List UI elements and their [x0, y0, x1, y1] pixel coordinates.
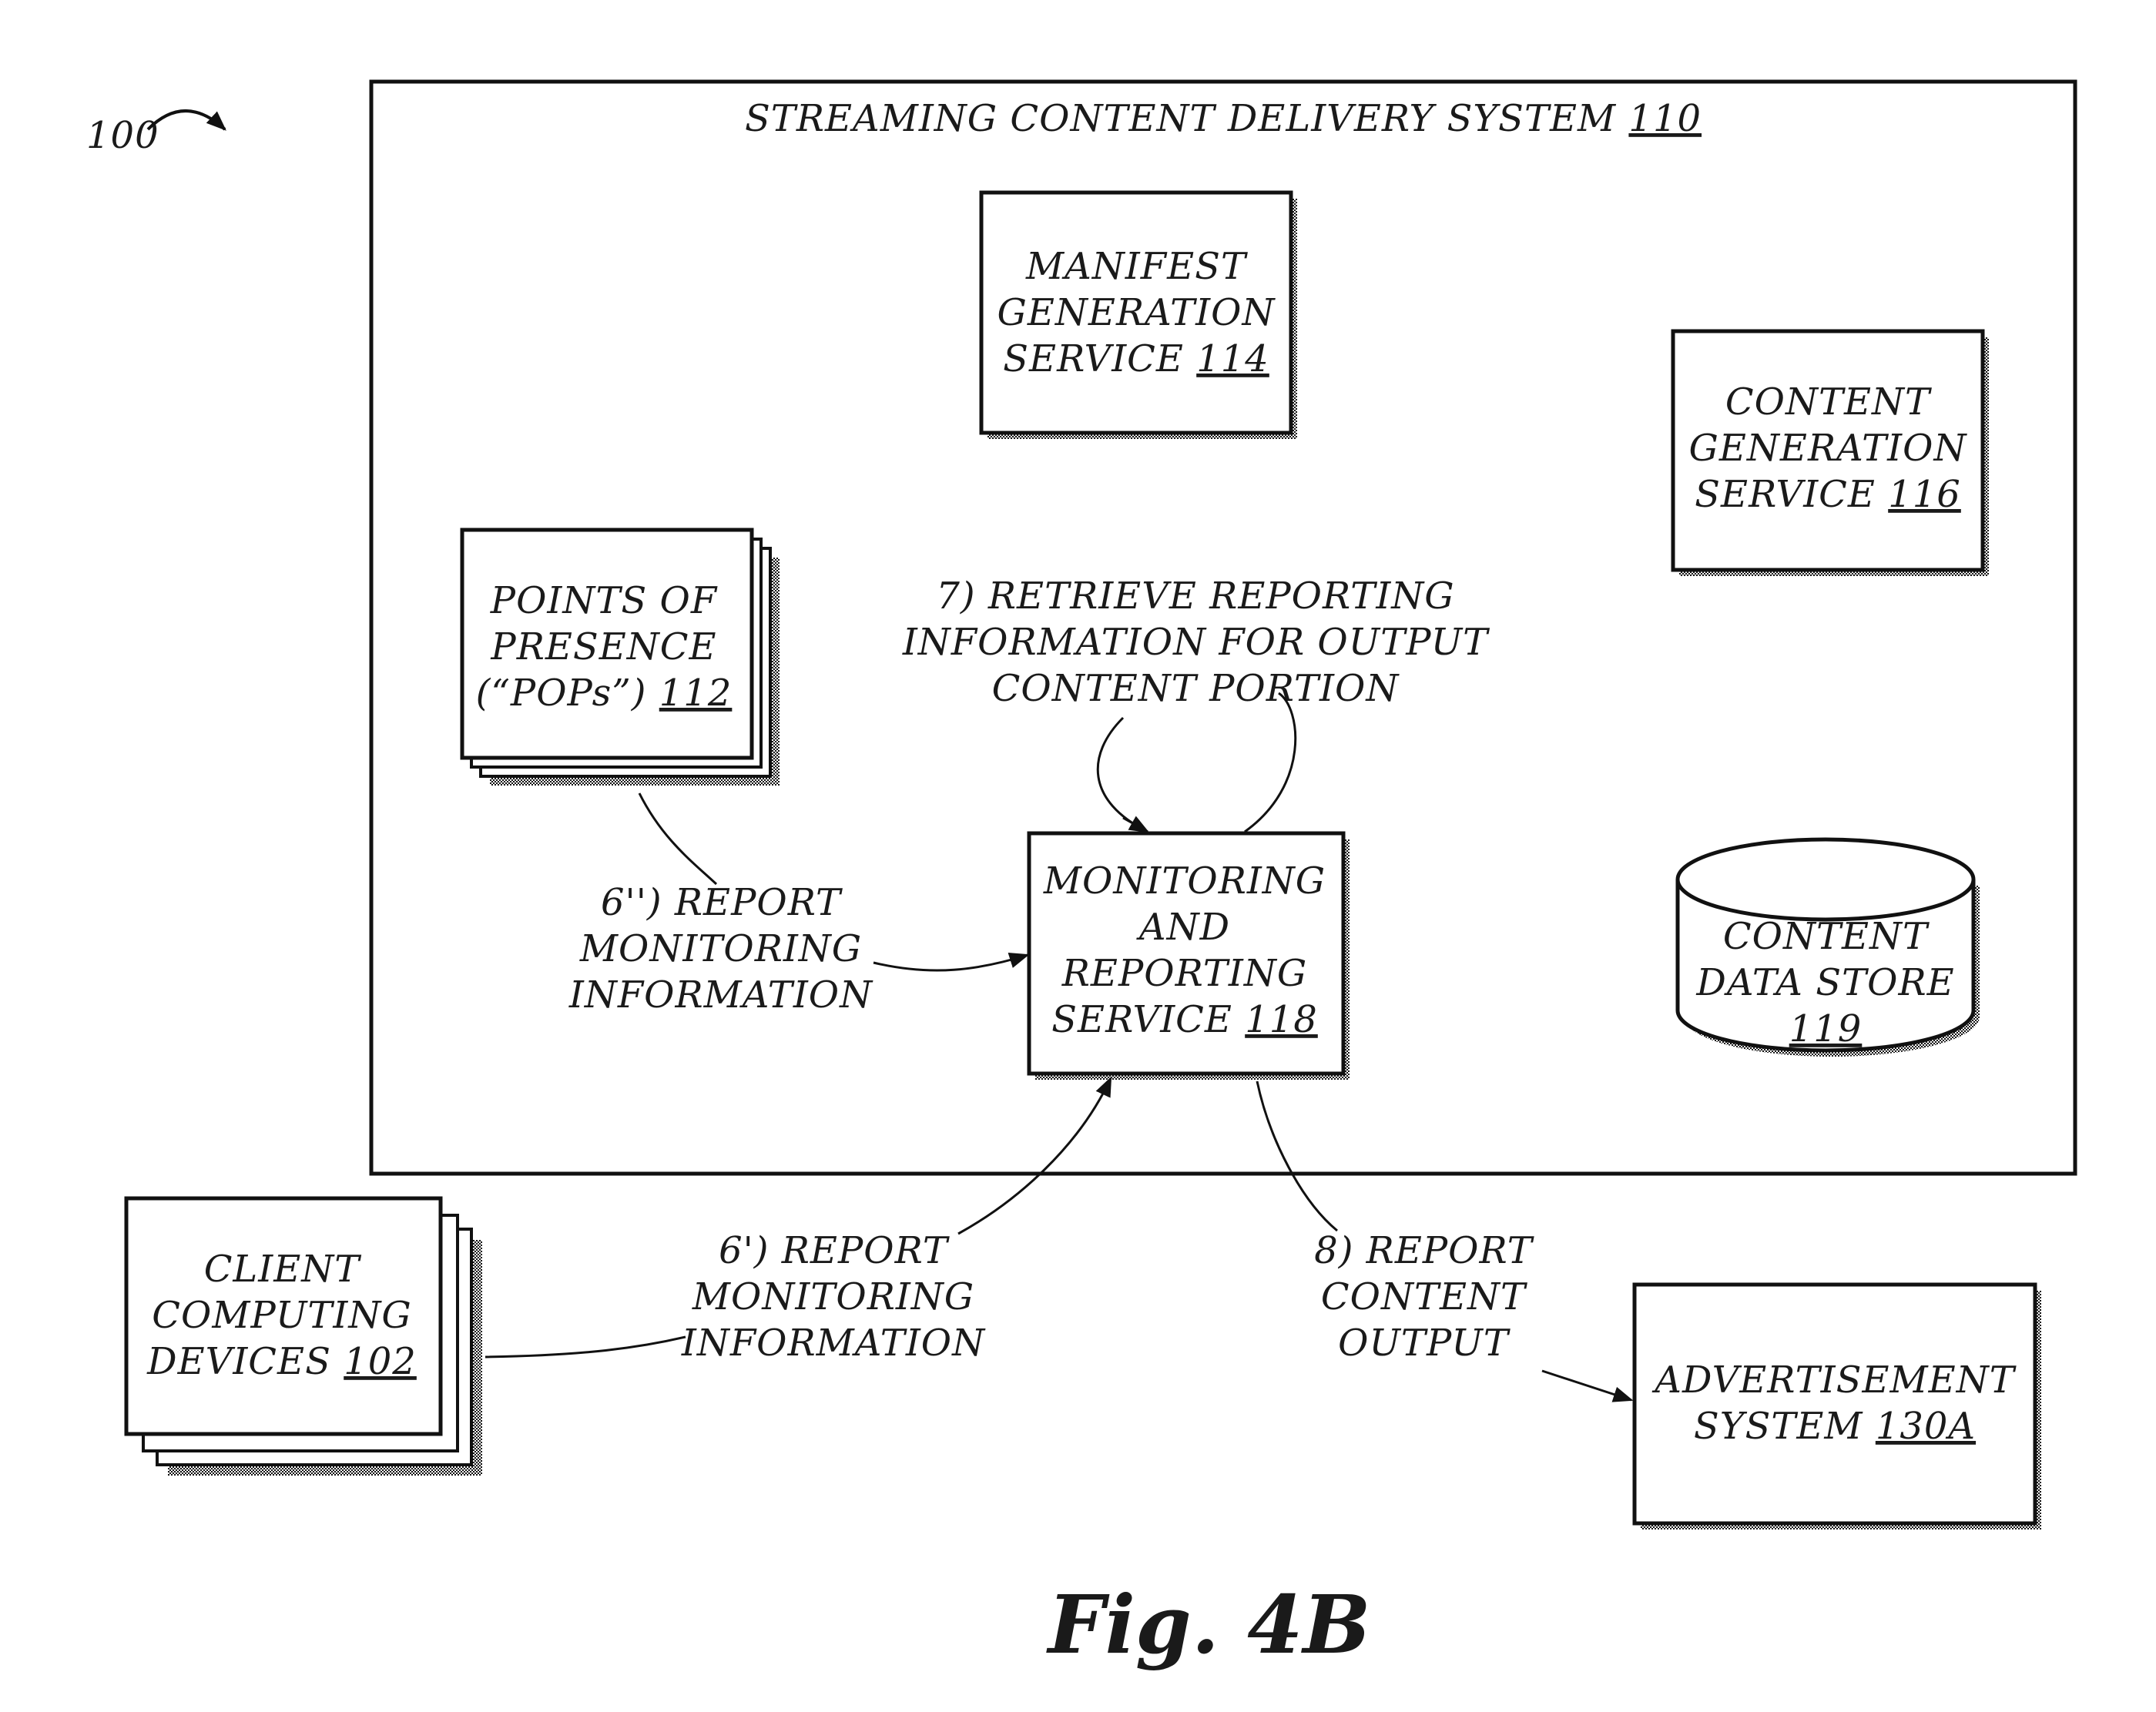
step8-label-2: CONTENT — [1321, 1275, 1527, 1318]
monitoring-label-2: AND — [1136, 906, 1230, 949]
manifest-generation-service: MANIFEST GENERATION SERVICE 114 — [981, 193, 1297, 439]
manifest-label-1: MANIFEST — [1025, 245, 1248, 288]
client-computing-devices: CLIENT COMPUTING DEVICES 102 — [126, 1198, 482, 1476]
system-title: STREAMING CONTENT DELIVERY SYSTEM 110 — [745, 97, 1702, 140]
content-gen-label-3: SERVICE 116 — [1695, 473, 1961, 516]
step-6p-report: 6') REPORT MONITORING INFORMATION — [485, 1078, 1111, 1365]
step6p-leader — [485, 1337, 686, 1357]
monitoring-label-4: SERVICE 118 — [1051, 998, 1318, 1041]
manifest-label-2: GENERATION — [998, 291, 1276, 334]
step8-arrow — [1542, 1371, 1631, 1400]
data-store-label-1: CONTENT — [1723, 915, 1930, 958]
step7-label-2: INFORMATION FOR OUTPUT — [902, 621, 1490, 664]
step8-leader — [1257, 1081, 1337, 1231]
step-7-retrieve: 7) RETRIEVE REPORTING INFORMATION FOR OU… — [902, 575, 1490, 832]
step6pp-label-3: INFORMATION — [568, 973, 873, 1017]
step7-loop — [1098, 693, 1295, 832]
step6p-arrow — [958, 1078, 1111, 1234]
content-gen-label-1: CONTENT — [1725, 380, 1932, 424]
step7-label-3: CONTENT PORTION — [992, 667, 1400, 710]
monitoring-reporting-service: MONITORING AND REPORTING SERVICE 118 — [1029, 833, 1350, 1080]
step6pp-label-2: MONITORING — [579, 927, 862, 970]
advertisement-system: ADVERTISEMENT SYSTEM 130A — [1635, 1285, 2041, 1529]
step6p-label-2: MONITORING — [692, 1275, 974, 1318]
content-generation-service: CONTENT GENERATION SERVICE 116 — [1673, 331, 1989, 576]
step6pp-arrow — [873, 955, 1028, 970]
step6pp-leader — [639, 793, 716, 884]
pops-label-2: PRESENCE — [490, 625, 716, 668]
step8-label-3: OUTPUT — [1338, 1322, 1511, 1365]
clients-label-3: DEVICES 102 — [146, 1340, 417, 1383]
box-frame — [1635, 1285, 2035, 1523]
step6p-label-3: INFORMATION — [681, 1322, 986, 1365]
step-6pp-report: 6'') REPORT MONITORING INFORMATION — [568, 793, 1028, 1017]
figure-reference-arrow — [148, 111, 225, 129]
step7-arrow — [1123, 818, 1148, 832]
figure-reference-number: 100 — [86, 114, 159, 157]
cylinder-top — [1678, 839, 1973, 920]
step7-label-1: 7) RETRIEVE REPORTING — [936, 575, 1454, 618]
points-of-presence: POINTS OF PRESENCE (“POPs”) 112 — [462, 530, 780, 786]
step6p-label-1: 6') REPORT — [719, 1229, 950, 1272]
advertisement-label-1: ADVERTISEMENT — [1651, 1359, 2016, 1402]
manifest-label-3: SERVICE 114 — [1003, 337, 1269, 380]
clients-label-2: COMPUTING — [152, 1294, 411, 1337]
content-data-store: CONTENT DATA STORE 119 — [1678, 839, 1980, 1057]
content-gen-label-2: GENERATION — [1689, 427, 1968, 470]
monitoring-label-1: MONITORING — [1043, 859, 1326, 903]
clients-label-1: CLIENT — [204, 1248, 362, 1291]
pops-label-1: POINTS OF — [490, 579, 718, 622]
advertisement-label-2: SYSTEM 130A — [1694, 1405, 1976, 1448]
step8-label-1: 8) REPORT — [1314, 1229, 1534, 1272]
figure-reference: 100 — [86, 111, 225, 157]
pops-label-3: (“POPs”) 112 — [476, 672, 733, 715]
data-store-ref: 119 — [1789, 1007, 1863, 1050]
figure-caption: Fig. 4B — [1046, 1577, 1371, 1672]
data-store-label-2: DATA STORE — [1695, 961, 1954, 1004]
monitoring-label-3: REPORTING — [1061, 952, 1307, 995]
step-8-report: 8) REPORT CONTENT OUTPUT — [1257, 1081, 1631, 1400]
step6pp-label-1: 6'') REPORT — [601, 881, 843, 924]
